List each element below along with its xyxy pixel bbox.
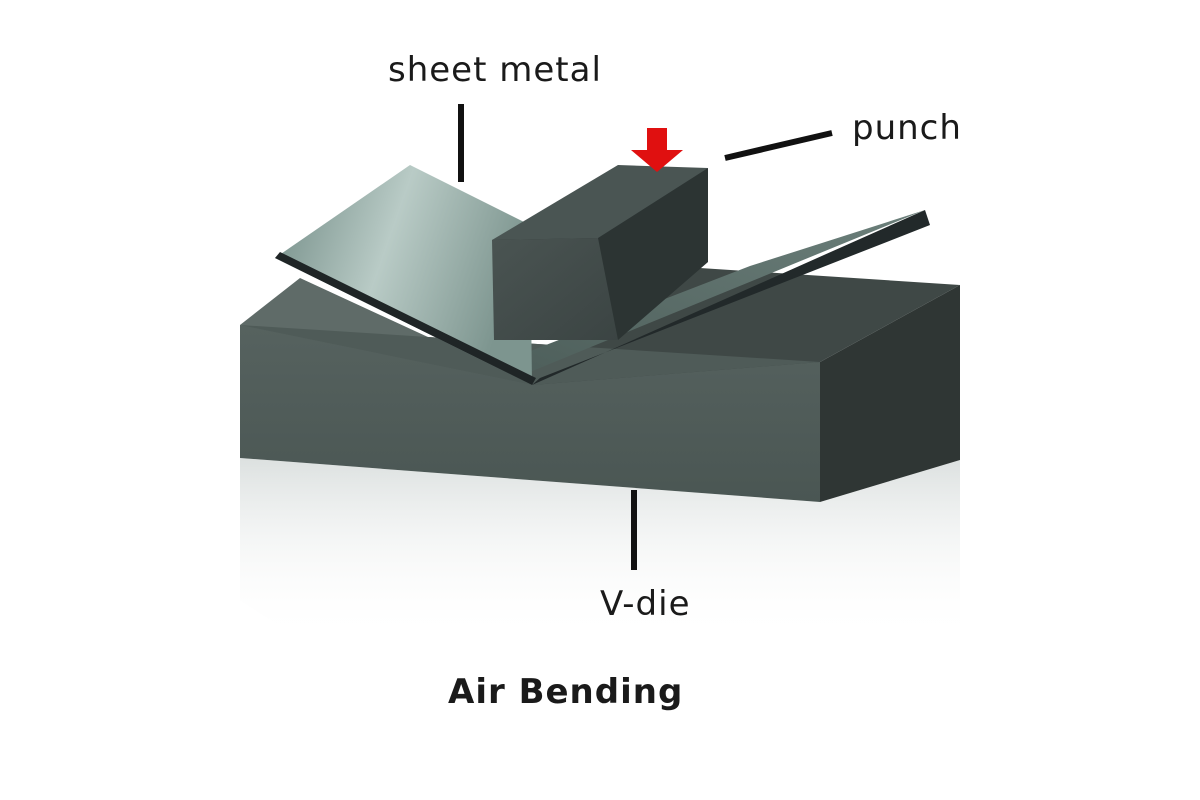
v-die — [240, 268, 960, 502]
sheet-left-edge — [275, 252, 536, 385]
sheet-right-edge — [532, 210, 930, 385]
punch-top-face — [492, 165, 708, 240]
die-side-face — [820, 285, 960, 502]
punch-leader-line — [724, 130, 833, 161]
sheet-metal — [275, 165, 930, 385]
v-die-label: V-die — [600, 584, 691, 624]
sheet-metal-label: sheet metal — [388, 50, 602, 90]
sheet-left-wing — [275, 165, 532, 385]
punch-label: punch — [852, 108, 962, 148]
die-reflection — [240, 458, 960, 640]
down-arrow-icon — [631, 128, 683, 172]
diagram-caption: Air Bending — [448, 672, 684, 712]
punch-front-face — [492, 238, 618, 340]
punch — [492, 165, 708, 340]
